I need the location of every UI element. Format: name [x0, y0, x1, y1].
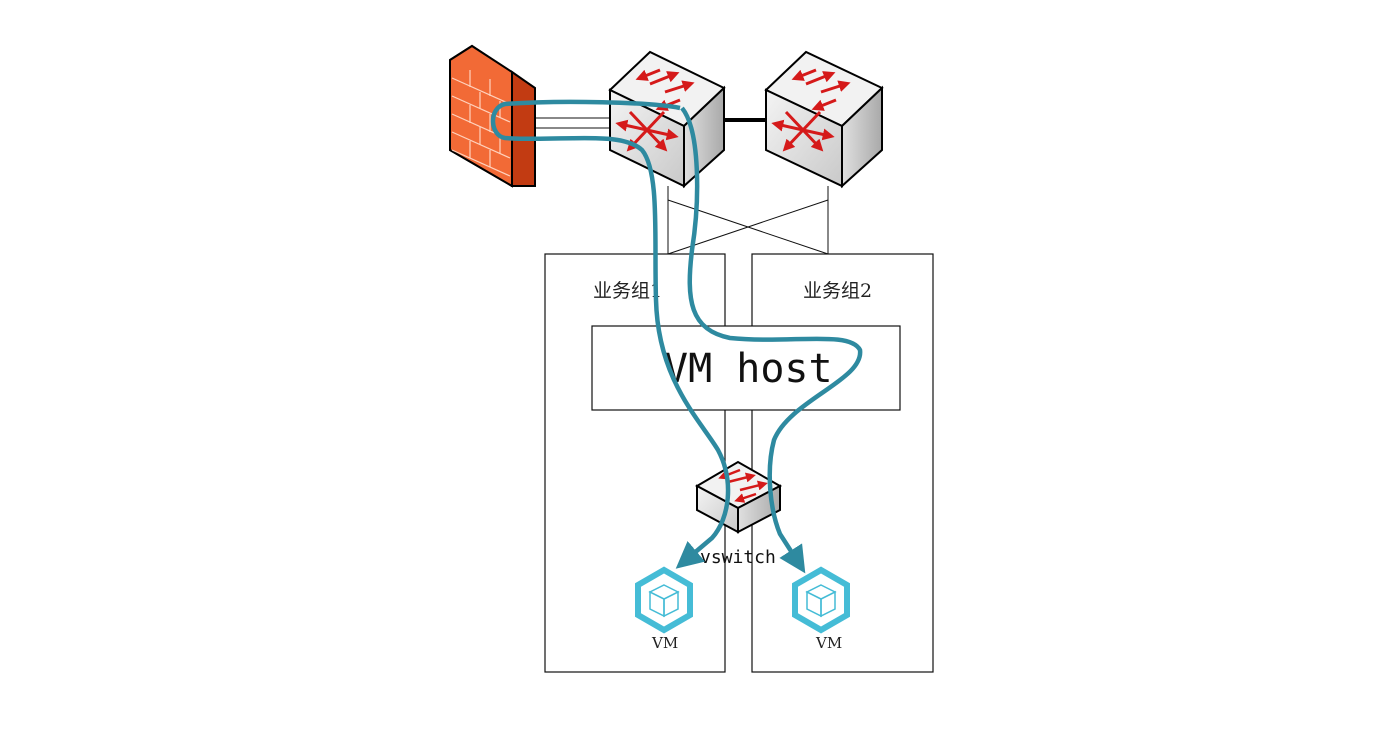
core-switch-icon — [608, 50, 726, 189]
core-switch-icon — [764, 50, 884, 189]
vm-cube-icon — [635, 566, 693, 634]
vm-cube-icon — [792, 566, 850, 634]
vm-host-label: VM host — [664, 346, 833, 392]
vm-label-1: VM — [651, 634, 678, 652]
group-box-2 — [751, 253, 934, 673]
traffic-flow-path-1 — [490, 99, 731, 569]
vswitch-label: vswitch — [700, 547, 776, 568]
vm-label-2: VM — [815, 634, 842, 652]
traffic-flow-path-2 — [680, 106, 863, 574]
group-label-1: 业务组1 — [593, 280, 662, 302]
group-label-2: 业务组2 — [803, 280, 872, 302]
